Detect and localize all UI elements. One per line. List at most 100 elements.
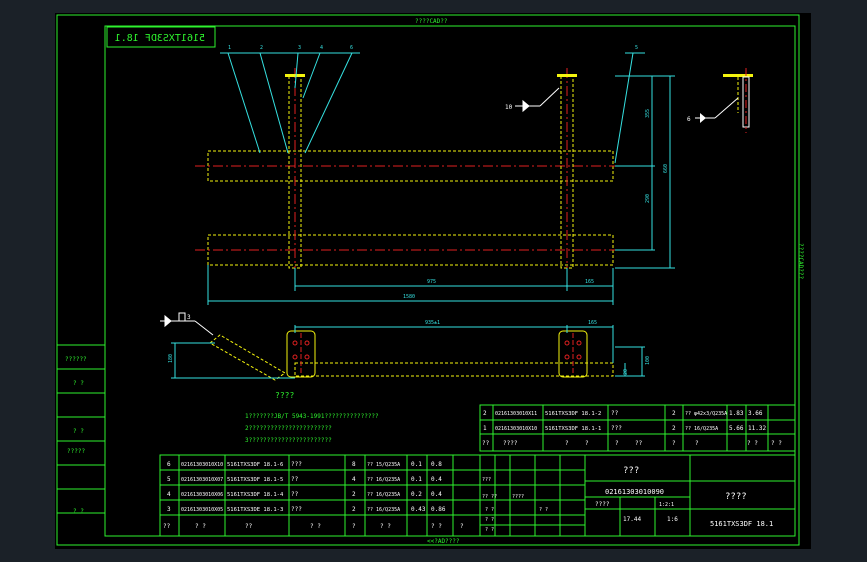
svg-text:2: 2 bbox=[352, 506, 356, 513]
svg-text:??: ?? bbox=[635, 440, 643, 447]
cad-viewport[interactable]: ????CAD?? <<?AD???? ????CAD??? 5161TXS3D… bbox=[55, 13, 811, 549]
dim-180: 180 bbox=[168, 354, 174, 363]
tb-label-7: ??? bbox=[482, 477, 491, 483]
svg-text:?? φ42x3/Q235A: ?? φ42x3/Q235A bbox=[685, 411, 727, 417]
svg-text:0.2: 0.2 bbox=[411, 491, 422, 498]
dim-100: 100 bbox=[645, 356, 651, 365]
svg-text:5161TXS3DF 18.1-4: 5161TXS3DF 18.1-4 bbox=[227, 492, 284, 498]
weld-label-10: 10 bbox=[505, 104, 513, 111]
bom-bottom-row-2: 5 02161303010X07 5161TXS3DF 18.1-5 ?? 4 … bbox=[167, 476, 442, 483]
svg-text:??: ?? bbox=[482, 440, 490, 447]
svg-text:? ?: ? ? bbox=[380, 523, 391, 530]
balloon-2: 2 bbox=[260, 45, 263, 51]
svg-text:?? 16/Q235A: ?? 16/Q235A bbox=[685, 426, 718, 432]
dim-165: 165 bbox=[585, 279, 594, 285]
part-name: ??? bbox=[623, 466, 639, 476]
svg-text:11.32: 11.32 bbox=[748, 425, 766, 432]
svg-text:6: 6 bbox=[167, 461, 171, 468]
svg-text:??: ?? bbox=[611, 410, 619, 417]
detail-view bbox=[695, 68, 753, 133]
weight: 17.44 bbox=[623, 516, 641, 523]
svg-text:?: ? bbox=[672, 440, 676, 447]
post-right bbox=[557, 68, 577, 278]
svg-text:? ?: ? ? bbox=[747, 440, 758, 447]
svg-text:?: ? bbox=[615, 440, 619, 447]
svg-text:5161TXS3DF 18.1-5: 5161TXS3DF 18.1-5 bbox=[227, 477, 283, 483]
svg-text:2: 2 bbox=[352, 491, 356, 498]
scale: 1:6 bbox=[667, 516, 678, 523]
dim-290: 290 bbox=[645, 194, 651, 203]
svg-text:5161TXS3DE 18.1-3: 5161TXS3DE 18.1-3 bbox=[227, 507, 283, 513]
svg-text:0.4: 0.4 bbox=[431, 491, 442, 498]
weld-label-3: 3 bbox=[187, 314, 191, 321]
svg-text:0.86: 0.86 bbox=[431, 506, 446, 513]
svg-text:0.1: 0.1 bbox=[411, 461, 422, 468]
outer-frame bbox=[56, 14, 800, 546]
drawing-no: 5161TXS3DF 18.1 bbox=[710, 520, 773, 528]
svg-text:3.66: 3.66 bbox=[748, 410, 763, 417]
svg-text:2: 2 bbox=[672, 410, 676, 417]
svg-text:0.43: 0.43 bbox=[411, 506, 426, 513]
svg-text:??: ?? bbox=[291, 491, 299, 498]
tb-label-6: ? ? bbox=[539, 507, 548, 513]
svg-text:0.8: 0.8 bbox=[431, 461, 442, 468]
beam-lower bbox=[195, 234, 630, 266]
balloon-1: 1 bbox=[228, 45, 231, 51]
svg-text:3: 3 bbox=[167, 506, 171, 513]
bom-top-grid bbox=[479, 404, 796, 452]
mirrored-code: 5161TXS3DF 18.1 bbox=[115, 33, 205, 44]
note-3: 3??????????????????????? bbox=[245, 437, 332, 444]
weld-label-6: 6 bbox=[687, 116, 691, 123]
top-title: ????CAD?? bbox=[415, 18, 448, 25]
svg-text:??: ?? bbox=[245, 523, 253, 530]
dim-20: 20 bbox=[623, 369, 629, 375]
dim-lines-side bbox=[171, 325, 645, 379]
svg-text:02161303010X10: 02161303010X10 bbox=[181, 462, 223, 468]
left-strip-4: ????? bbox=[67, 448, 85, 455]
svg-text:????: ???? bbox=[503, 440, 518, 447]
note-2: 2??????????????????????? bbox=[245, 425, 332, 432]
left-strip-1: ?????? bbox=[65, 356, 87, 363]
balloon-3: 3 bbox=[298, 45, 301, 51]
bom-top-row-1: 2 02161303010X11 5161TXS3DF 18.1-2 ?? 2 … bbox=[483, 410, 763, 417]
svg-text:5.66: 5.66 bbox=[729, 425, 744, 432]
bottom-title: <<?AD???? bbox=[427, 538, 460, 545]
svg-text:?? 16/Q235A: ?? 16/Q235A bbox=[367, 507, 400, 513]
svg-text:4: 4 bbox=[167, 491, 171, 498]
drawing-canvas[interactable]: ????CAD?? <<?AD???? ????CAD??? 5161TXS3D… bbox=[55, 13, 811, 549]
side-view bbox=[209, 330, 614, 381]
svg-text:5: 5 bbox=[167, 476, 171, 483]
svg-text:?: ? bbox=[352, 523, 356, 530]
svg-text:?: ? bbox=[460, 523, 464, 530]
svg-text:? ?: ? ? bbox=[195, 523, 206, 530]
left-strip bbox=[57, 344, 105, 514]
company: ???? bbox=[725, 492, 747, 502]
svg-text:? ?: ? ? bbox=[771, 440, 782, 447]
svg-text:02161303010X07: 02161303010X07 bbox=[181, 477, 223, 483]
svg-text:??: ?? bbox=[163, 523, 171, 530]
dim-1580: 1580 bbox=[403, 294, 415, 300]
svg-text:???: ??? bbox=[291, 461, 302, 468]
bom-top-header: ?? ???? ? ? ? ?? ? ? ? ? ? ? bbox=[482, 440, 782, 447]
tb-label-1: ?? ?? bbox=[482, 494, 497, 500]
svg-text:02161303010X05: 02161303010X05 bbox=[181, 507, 223, 513]
left-strip-5: ? ? bbox=[73, 508, 84, 515]
weld-symbol-side bbox=[160, 312, 214, 336]
left-strip-2: ? ? bbox=[73, 380, 84, 387]
title-block-grid bbox=[479, 454, 796, 537]
balloon-4: 4 bbox=[320, 45, 323, 51]
svg-text:02161303010X11: 02161303010X11 bbox=[495, 411, 537, 417]
sheet: ???? bbox=[595, 501, 610, 508]
svg-text:?? 15/Q235A: ?? 15/Q235A bbox=[367, 462, 400, 468]
note-1: 1???????JB/T 5943-1991??????????????? bbox=[245, 413, 379, 420]
bom-top-row-2: 1 02161303010X10 5161TXS3DF 18.1-1 ??? 2… bbox=[483, 425, 766, 432]
svg-text:??: ?? bbox=[291, 476, 299, 483]
svg-text:???: ??? bbox=[611, 425, 622, 432]
svg-text:0.4: 0.4 bbox=[431, 476, 442, 483]
bom-bottom-row-1: 6 02161303010X10 5161TXS3DF 18.1-6 ??? 8… bbox=[167, 461, 442, 468]
weld-symbol-top bbox=[515, 87, 560, 113]
svg-text:02161303010X06: 02161303010X06 bbox=[181, 492, 223, 498]
svg-text:?: ? bbox=[565, 440, 569, 447]
svg-text:?: ? bbox=[695, 440, 699, 447]
tb-label-2: ???? bbox=[512, 494, 524, 500]
